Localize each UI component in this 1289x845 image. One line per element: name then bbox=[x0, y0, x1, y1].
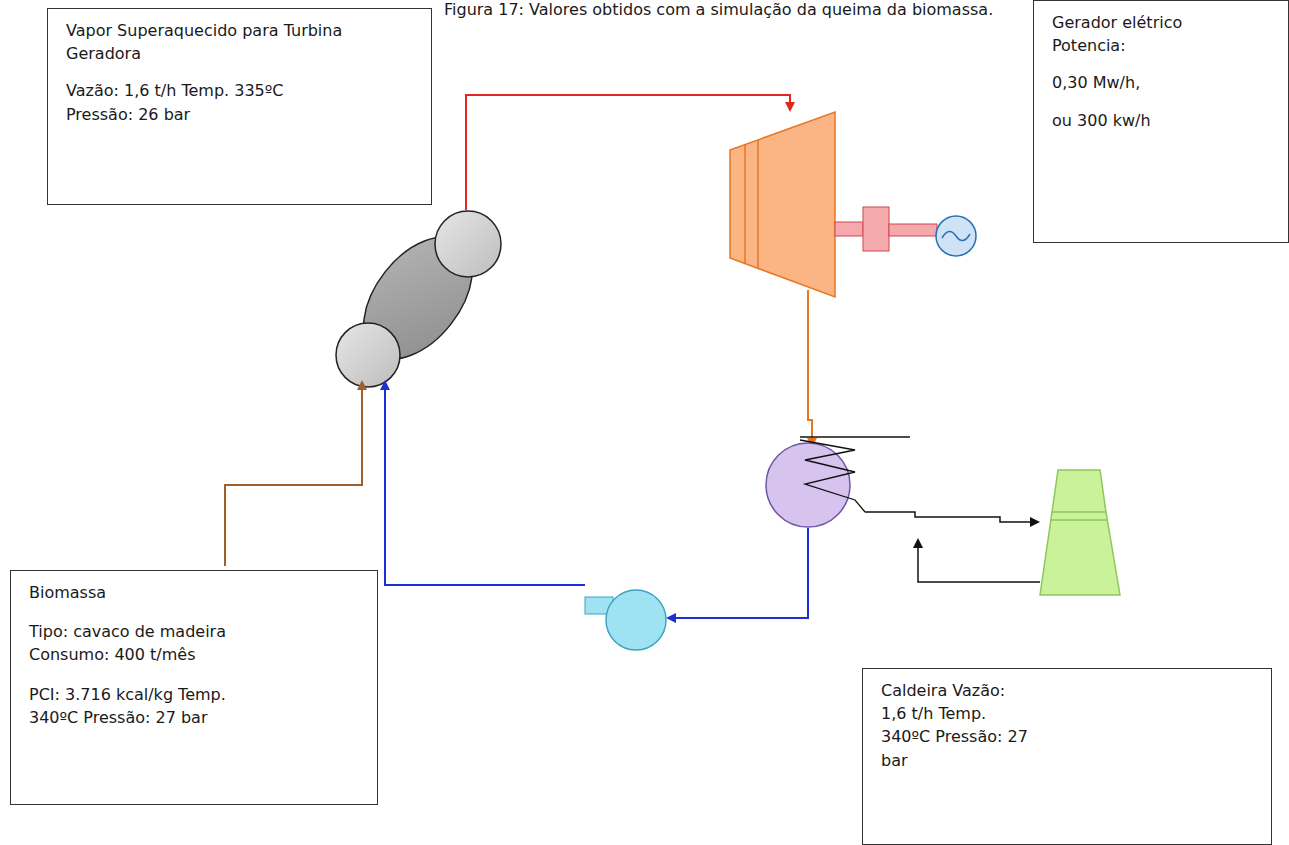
biomass-feed-line bbox=[225, 382, 362, 566]
turbine-shaft bbox=[835, 222, 863, 236]
box-text: 0,30 Mw/h, bbox=[1052, 71, 1252, 94]
cooling-water-out bbox=[865, 512, 1038, 522]
box-text: ou 300 kw/h bbox=[1052, 109, 1252, 132]
box-text: Vazão: 1,6 t/h Temp. 335ºC Pressão: 26 b… bbox=[66, 79, 296, 125]
cooling-water-return bbox=[918, 540, 1040, 582]
condenser-coil bbox=[800, 440, 865, 512]
cooling-water-in bbox=[800, 436, 910, 438]
turbine-stages bbox=[745, 140, 758, 268]
figure-caption: Figura 17: Valores obtidos com a simulaç… bbox=[440, 0, 997, 19]
water-drum bbox=[336, 323, 400, 387]
generator-symbol bbox=[936, 216, 976, 256]
box-text: Tipo: cavaco de madeira Consumo: 400 t/m… bbox=[29, 620, 299, 666]
steam-info-box: Vapor Superaquecido para Turbina Gerador… bbox=[47, 8, 432, 205]
box-heading: Caldeira Vazão: 1,6 t/h Temp. 340ºC Pres… bbox=[881, 679, 1031, 772]
cooling-tower bbox=[1040, 470, 1120, 595]
generator-shaft bbox=[889, 224, 937, 236]
steam-drum bbox=[435, 211, 501, 277]
tower-band bbox=[1050, 512, 1108, 520]
coupling bbox=[863, 207, 889, 251]
ac-wave bbox=[942, 231, 970, 240]
turbine bbox=[730, 112, 835, 297]
condensate-line bbox=[668, 528, 808, 618]
exhaust-line bbox=[808, 290, 812, 446]
boiler-info-box: Caldeira Vazão: 1,6 t/h Temp. 340ºC Pres… bbox=[862, 668, 1272, 845]
generator-info-box: Gerador elétrico Potencia: 0,30 Mw/h, ou 3… bbox=[1033, 0, 1289, 243]
box-text: PCI: 3.716 kcal/kg Temp. 340ºC Pressão: … bbox=[29, 683, 269, 729]
biomass-info-box: BiomassaTipo: cavaco de madeira Consumo:… bbox=[10, 570, 378, 805]
feed-pump bbox=[606, 590, 666, 650]
box-heading: Biomassa bbox=[29, 581, 349, 604]
box-heading: Vapor Superaquecido para Turbina Gerador… bbox=[66, 19, 366, 65]
feedwater-line bbox=[385, 382, 585, 585]
box-heading: Gerador elétrico Potencia: bbox=[1052, 11, 1252, 57]
